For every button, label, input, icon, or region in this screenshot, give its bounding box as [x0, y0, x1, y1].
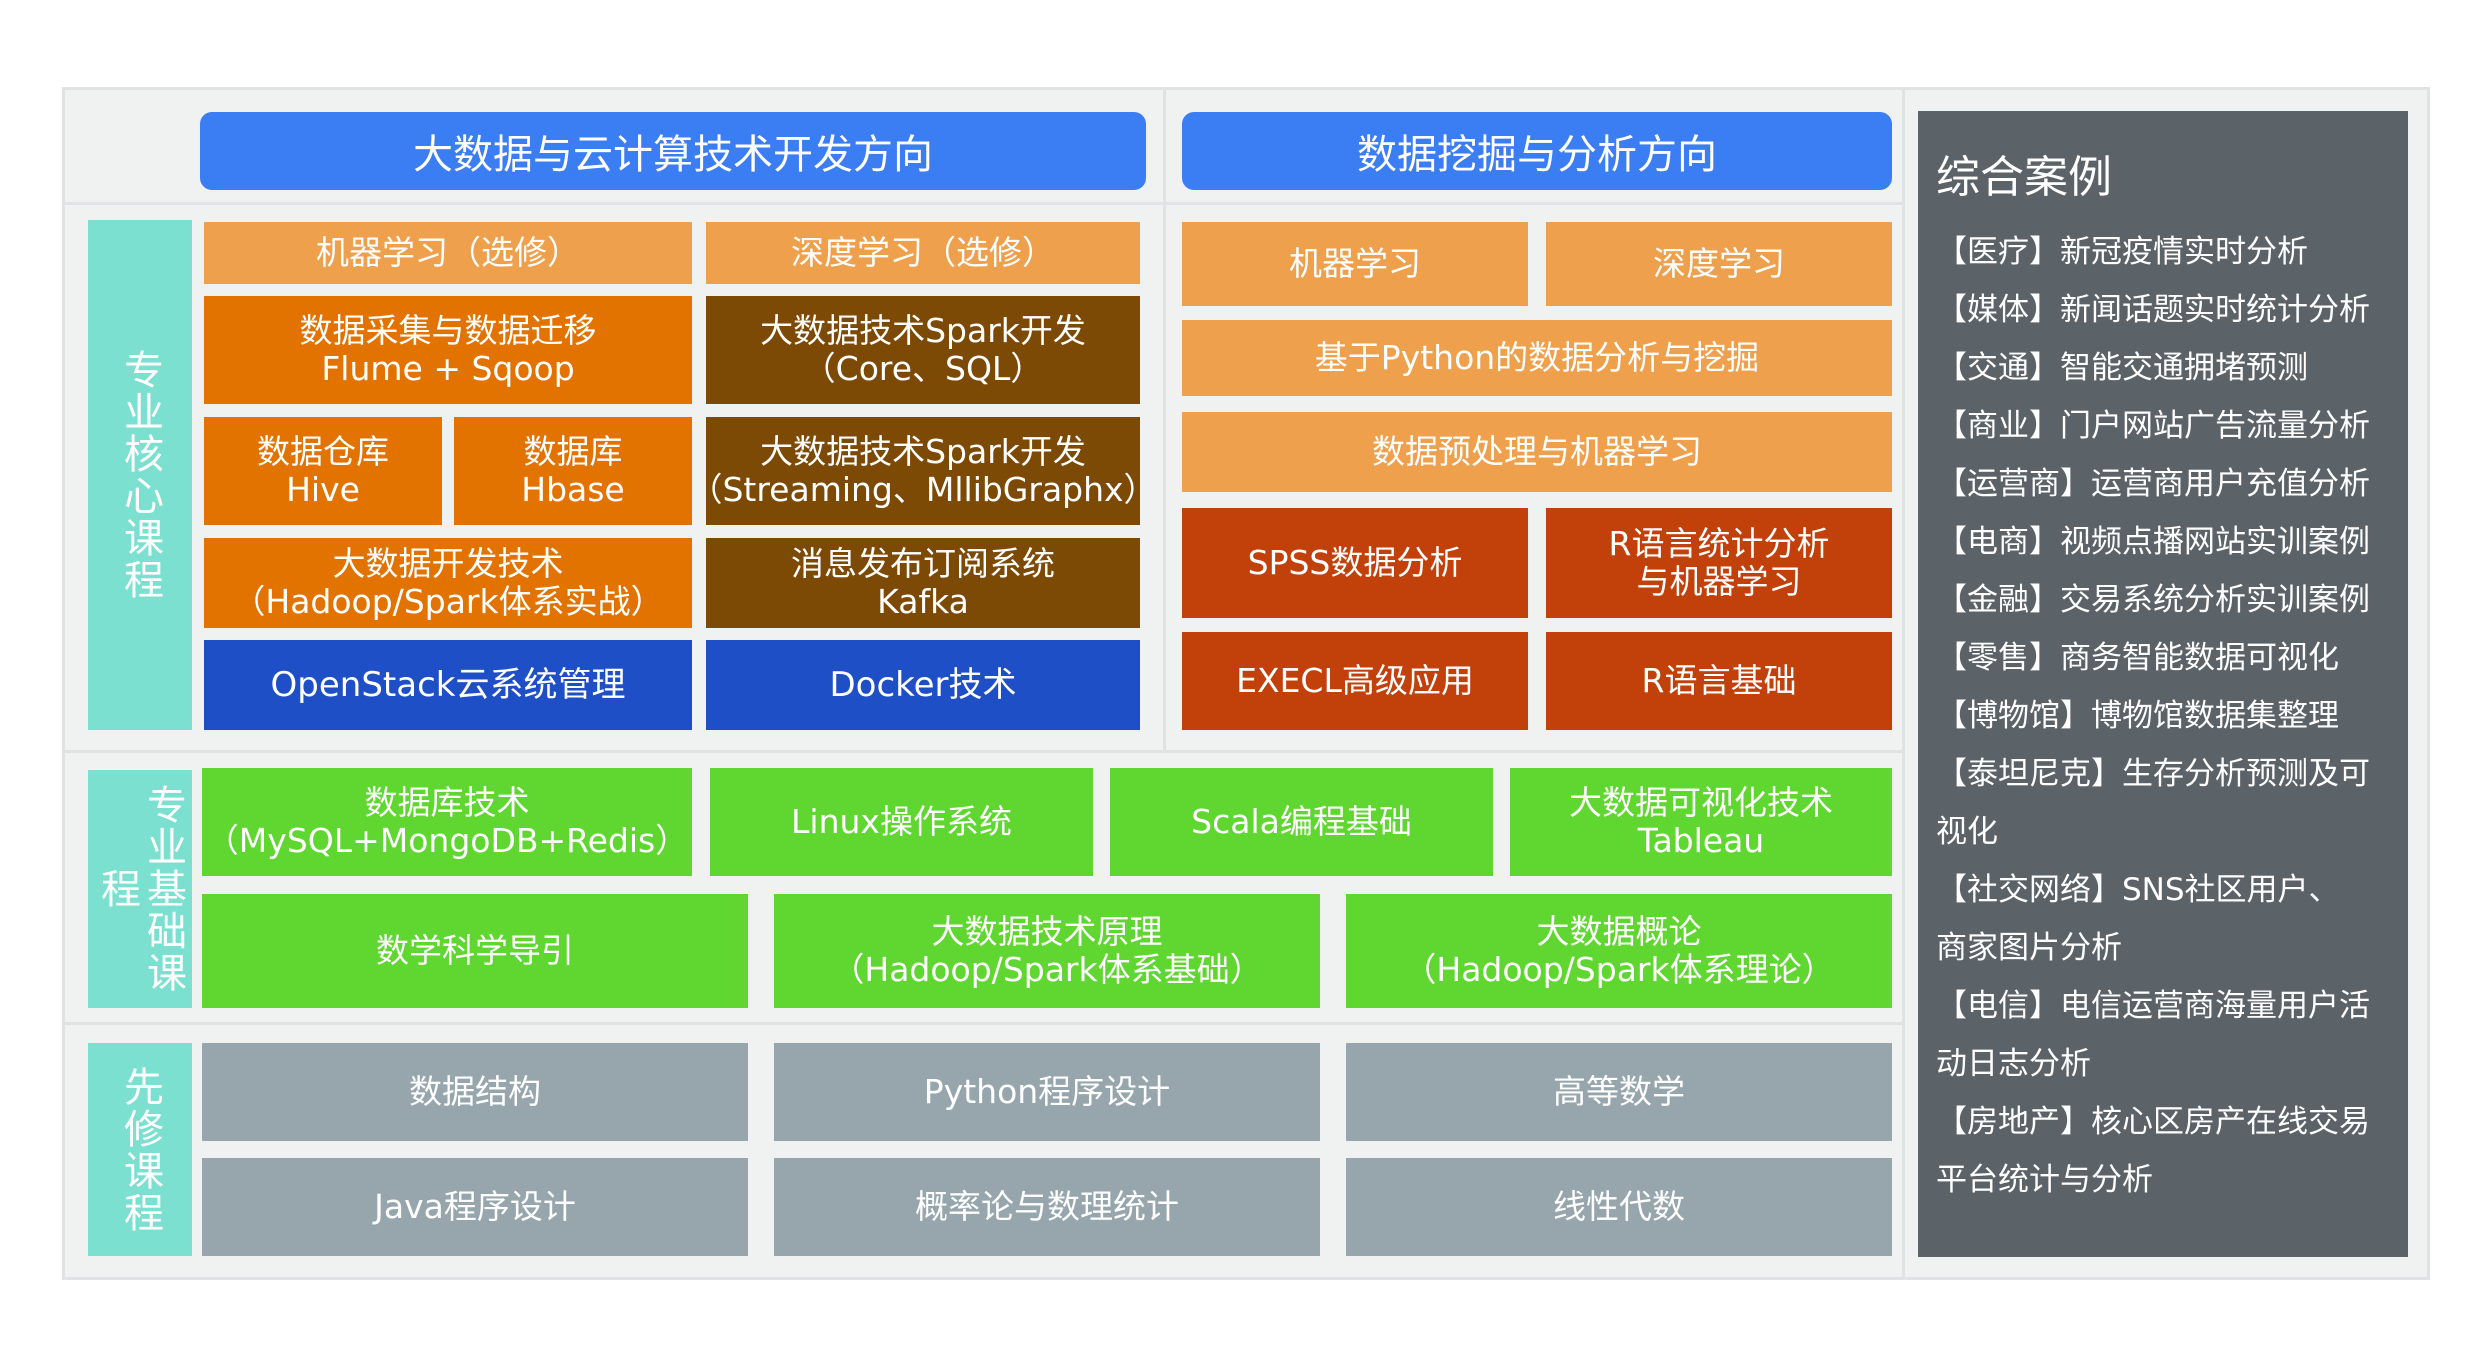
course-java: Java程序设计 — [202, 1158, 748, 1256]
course-bigdata-dev: 大数据开发技术 （Hadoop/Spark体系实战） — [204, 538, 692, 628]
course-dl-elective: 深度学习（选修） — [706, 222, 1140, 284]
side-label-prereq: 先修课程 — [88, 1043, 192, 1256]
column-divider — [1163, 90, 1166, 750]
case-item: 平台统计与分析 — [1936, 1162, 2153, 1198]
course-kafka: 消息发布订阅系统 Kafka — [706, 538, 1140, 628]
course-database: 数据库技术 （MySQL+MongoDB+Redis） — [202, 768, 692, 876]
case-item: 商家图片分析 — [1936, 930, 2122, 966]
course-data-warehouse: 数据仓库 Hive — [204, 417, 442, 525]
course-docker: Docker技术 — [706, 640, 1140, 730]
course-bigdata-overview: 大数据概论 （Hadoop/Spark体系理论） — [1346, 894, 1892, 1008]
case-item: 【交通】智能交通拥堵预测 — [1936, 350, 2308, 386]
case-item: 动日志分析 — [1936, 1046, 2091, 1082]
case-item: 【商业】门户网站广告流量分析 — [1936, 408, 2370, 444]
course-excel: EXECL高级应用 — [1182, 632, 1528, 730]
course-linux: Linux操作系统 — [710, 768, 1093, 876]
case-item: 【媒体】新闻话题实时统计分析 — [1936, 292, 2370, 328]
header-divider — [65, 202, 1902, 205]
case-item: 【博物馆】博物馆数据集整理 — [1936, 698, 2339, 734]
course-math-science: 数学科学导引 — [202, 894, 748, 1008]
case-item: 【房地产】核心区房产在线交易 — [1936, 1104, 2370, 1140]
case-item: 视化 — [1936, 814, 1998, 850]
case-item: 【电商】视频点播网站实训案例 — [1936, 524, 2370, 560]
case-item: 【金融】交易系统分析实训案例 — [1936, 582, 2370, 618]
course-python: Python程序设计 — [774, 1043, 1320, 1141]
side-label-basic: 专业基础课程 — [88, 770, 192, 1008]
course-ml-elective: 机器学习（选修） — [204, 222, 692, 284]
course-probability: 概率论与数理统计 — [774, 1158, 1320, 1256]
course-python-analysis: 基于Python的数据分析与挖掘 — [1182, 320, 1892, 396]
header-mining-direction: 数据挖掘与分析方向 — [1182, 112, 1892, 190]
cases-panel: 综合案例 【医疗】新冠疫情实时分析 【媒体】新闻话题实时统计分析 【交通】智能交… — [1918, 111, 2408, 1257]
basic-prereq-divider — [65, 1022, 1902, 1025]
course-hbase: 数据库 Hbase — [454, 417, 692, 525]
case-item: 【社交网络】SNS社区用户、 — [1936, 872, 2340, 908]
course-ml: 机器学习 — [1182, 222, 1528, 306]
course-scala: Scala编程基础 — [1110, 768, 1493, 876]
side-label-core: 专业核心课程 — [88, 220, 192, 730]
case-item: 【医疗】新冠疫情实时分析 — [1936, 234, 2308, 270]
header-bigdata-direction: 大数据与云计算技术开发方向 — [200, 112, 1146, 190]
case-item: 【零售】商务智能数据可视化 — [1936, 640, 2339, 676]
course-r-basic: R语言基础 — [1546, 632, 1892, 730]
course-linear-algebra: 线性代数 — [1346, 1158, 1892, 1256]
course-data-structure: 数据结构 — [202, 1043, 748, 1141]
course-spark-streaming: 大数据技术Spark开发 （Streaming、MllibGraphx） — [689, 417, 1157, 525]
course-advanced-math: 高等数学 — [1346, 1043, 1892, 1141]
course-data-collection: 数据采集与数据迁移 Flume + Sqoop — [204, 296, 692, 404]
case-item: 【电信】电信运营商海量用户活 — [1936, 988, 2370, 1024]
course-r-stats: R语言统计分析 与机器学习 — [1546, 508, 1892, 618]
course-openstack: OpenStack云系统管理 — [204, 640, 692, 730]
course-dl: 深度学习 — [1546, 222, 1892, 306]
course-spark-core: 大数据技术Spark开发 （Core、SQL） — [706, 296, 1140, 404]
case-item: 【泰坦尼克】生存分析预测及可 — [1936, 756, 2370, 792]
course-visualization: 大数据可视化技术 Tableau — [1510, 768, 1892, 876]
course-bigdata-principle: 大数据技术原理 （Hadoop/Spark体系基础） — [774, 894, 1320, 1008]
core-basic-divider — [65, 750, 1902, 753]
case-item: 【运营商】运营商用户充值分析 — [1936, 466, 2370, 502]
cases-divider — [1902, 90, 1905, 1277]
course-preprocess: 数据预处理与机器学习 — [1182, 412, 1892, 492]
cases-title: 综合案例 — [1936, 152, 2112, 203]
course-spss: SPSS数据分析 — [1182, 508, 1528, 618]
